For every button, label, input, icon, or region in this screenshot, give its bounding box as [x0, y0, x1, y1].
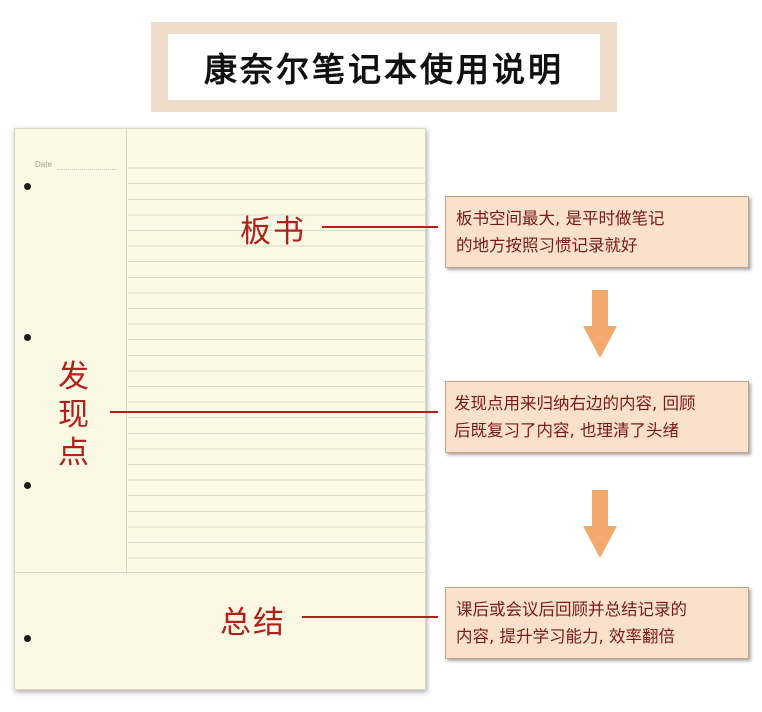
cues-connector-line — [110, 411, 438, 413]
summary-description-box: 课后或会议后回顾并总结记录的 内容, 提升学习能力, 效率翻倍 — [445, 587, 749, 659]
title-panel: 康奈尔笔记本使用说明 — [168, 34, 600, 100]
binder-hole-2 — [24, 334, 31, 341]
notes-connector-line — [322, 226, 438, 228]
summary-section-label: 总结 — [220, 605, 286, 641]
cues-section-label: 发 现 点 — [58, 359, 89, 471]
notes-description-box: 板书空间最大, 是平时做笔记 的地方按照习惯记录就好 — [445, 196, 749, 268]
binder-hole-1 — [24, 183, 31, 190]
cues-description-box: 发现点用来归纳右边的内容, 回顾 后既复习了内容, 也理清了头绪 — [445, 381, 749, 453]
notes-column-ruled-lines — [128, 153, 425, 572]
date-line — [57, 169, 117, 170]
summary-divider — [15, 572, 425, 573]
date-label: Date — [35, 160, 52, 169]
binder-hole-3 — [24, 482, 31, 489]
summary-connector-line — [302, 616, 438, 618]
down-arrow-icon-1 — [583, 290, 617, 358]
page-title: 康奈尔笔记本使用说明 — [204, 50, 564, 89]
down-arrow-icon-2 — [583, 490, 617, 558]
notes-section-label: 板书 — [240, 214, 306, 250]
cue-column — [15, 129, 127, 572]
title-banner: 康奈尔笔记本使用说明 — [151, 22, 617, 112]
cornell-notebook-page: Date — [14, 128, 426, 690]
binder-hole-4 — [24, 635, 31, 642]
